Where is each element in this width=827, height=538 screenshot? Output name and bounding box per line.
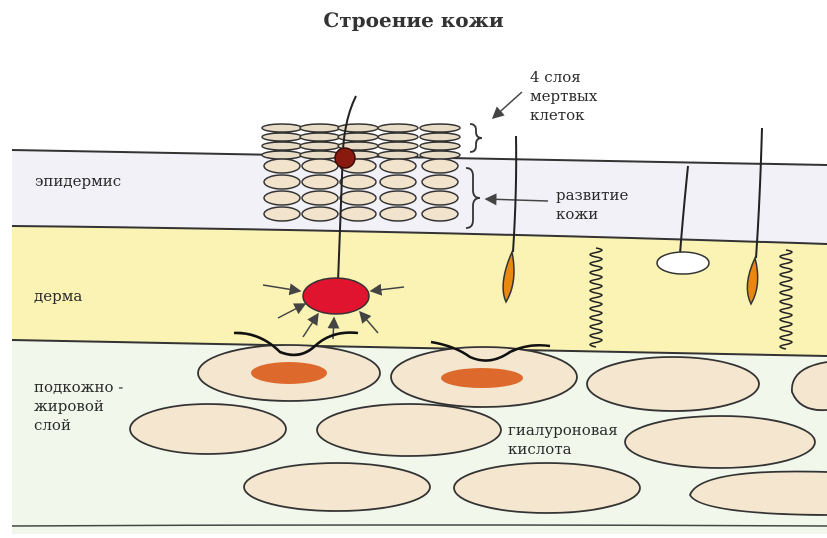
dead-cells-arrow xyxy=(493,92,522,118)
hair-bulb-empty xyxy=(657,252,709,274)
epidermal-cell xyxy=(302,191,338,205)
epidermal-cell xyxy=(302,175,338,189)
dermis-label: дерма xyxy=(34,287,82,306)
epidermal-cell xyxy=(340,191,376,205)
subcutaneous-label-line: слой xyxy=(34,416,123,435)
annotation-line: 4 слоя xyxy=(530,68,597,87)
subcutaneous-label-line: жировой xyxy=(34,397,123,416)
dead-cell xyxy=(420,142,460,150)
annotation-line: гиалуроновая xyxy=(508,421,618,440)
epidermal-cell xyxy=(340,207,376,221)
dead-cell xyxy=(262,124,302,132)
epidermal-cell xyxy=(422,191,458,205)
epidermal-cell xyxy=(380,191,416,205)
dead-cell xyxy=(420,124,460,132)
epidermal-cell xyxy=(302,207,338,221)
epidermal-cell xyxy=(422,159,458,173)
dead-cell xyxy=(338,124,378,132)
dead-cell xyxy=(300,151,340,159)
annotation-line: кислота xyxy=(508,440,618,459)
subcutaneous-label-line: подкожно - xyxy=(34,378,123,397)
development-annotation: развитие кожи xyxy=(556,186,628,224)
melanin-granule xyxy=(335,148,355,168)
epidermal-cell xyxy=(264,159,300,173)
dead-cell xyxy=(262,151,302,159)
dead-cell xyxy=(300,142,340,150)
dead-cell xyxy=(378,142,418,150)
dead-cell xyxy=(378,151,418,159)
epidermal-cell xyxy=(302,159,338,173)
dead-cell xyxy=(300,133,340,141)
dead-cells-brace xyxy=(470,124,482,152)
epidermal-cell xyxy=(380,159,416,173)
fat-nucleus-2 xyxy=(441,368,523,388)
red-cell xyxy=(303,278,369,314)
dead-cell xyxy=(420,151,460,159)
epidermis-label: эпидермис xyxy=(35,172,121,191)
epidermal-cell xyxy=(264,175,300,189)
epidermal-cell xyxy=(422,207,458,221)
dead-cell xyxy=(378,124,418,132)
epidermal-cell xyxy=(380,207,416,221)
dead-cell xyxy=(262,133,302,141)
diagram-title: Строение кожи xyxy=(0,8,827,32)
epidermal-cell xyxy=(264,207,300,221)
dead-cell xyxy=(300,124,340,132)
epidermal-cell xyxy=(340,175,376,189)
dead-cell xyxy=(262,142,302,150)
epidermal-cell xyxy=(422,175,458,189)
dead-cell xyxy=(420,133,460,141)
epidermal-cell xyxy=(264,191,300,205)
annotation-line: клеток xyxy=(530,106,597,125)
hyaluronic-annotation: гиалуроновая кислота xyxy=(508,421,618,459)
epidermal-cell xyxy=(380,175,416,189)
dermis-layer xyxy=(12,226,827,356)
annotation-line: кожи xyxy=(556,205,628,224)
dead-cell-layers xyxy=(262,124,460,159)
dead-cell xyxy=(378,133,418,141)
annotation-line: мертвых xyxy=(530,87,597,106)
dead-cells-annotation: 4 слоя мертвых клеток xyxy=(530,68,597,125)
annotation-line: развитие xyxy=(556,186,628,205)
subcutaneous-label: подкожно - жировой слой xyxy=(34,378,123,435)
fat-nucleus-1 xyxy=(251,362,327,384)
